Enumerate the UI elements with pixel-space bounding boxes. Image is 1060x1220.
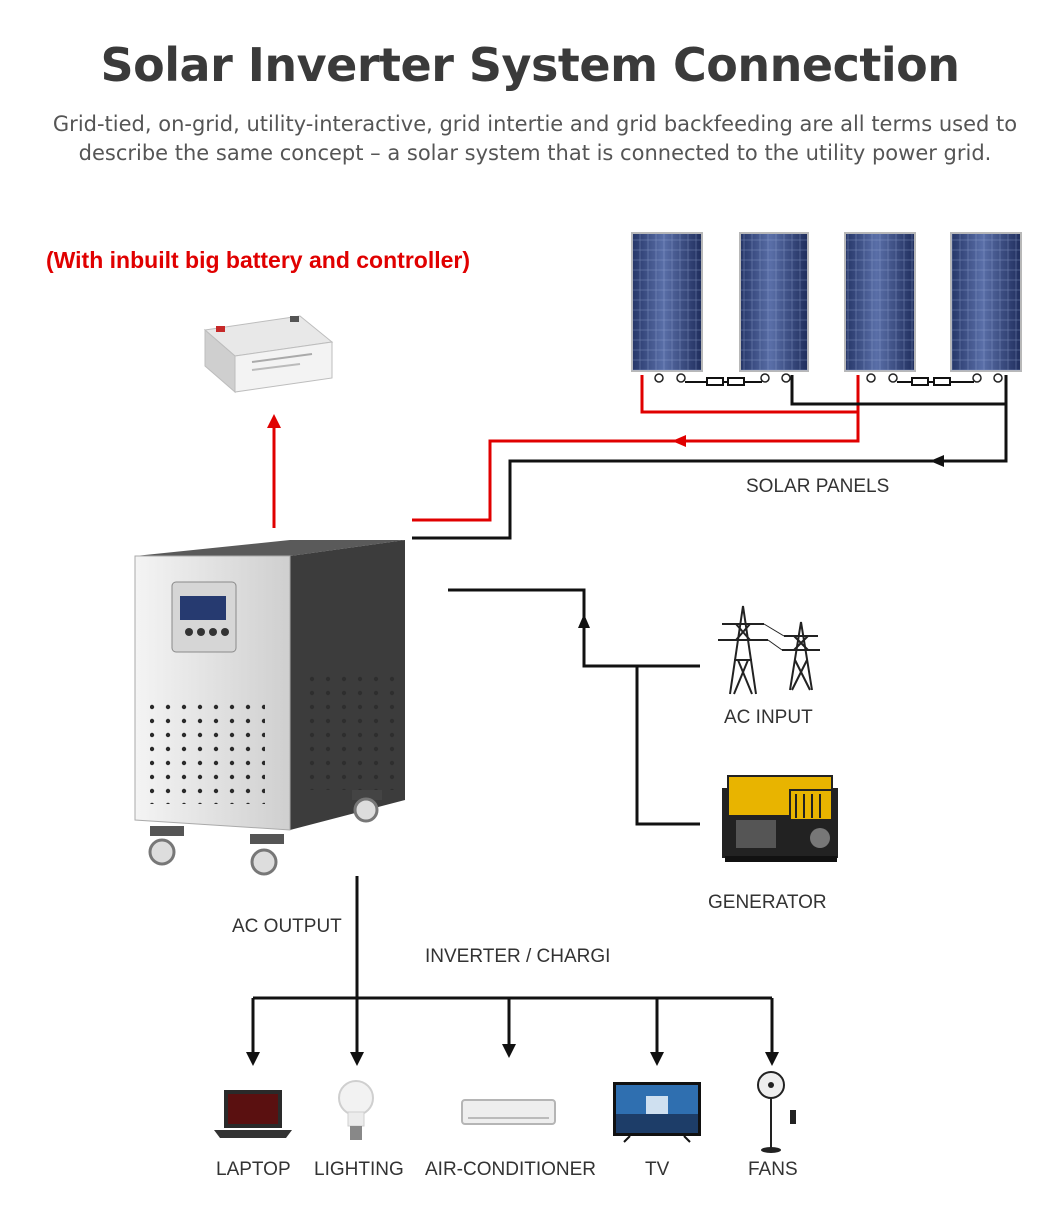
- battery-feed-arrow: [267, 414, 281, 528]
- label-laptop: LAPTOP: [216, 1159, 291, 1180]
- air-conditioner-icon: [461, 1099, 556, 1125]
- solar-panel-4: [950, 232, 1022, 372]
- solar-panels: [631, 232, 1022, 386]
- label-inverter-charger: INVERTER / CHARGI: [425, 946, 611, 967]
- page-subtitle: Grid-tied, on-grid, utility-interactive,…: [40, 110, 1030, 168]
- subtitle-line-2: describe the same concept – a solar syst…: [78, 141, 992, 165]
- page-title: Solar Inverter System Connection: [100, 38, 960, 92]
- solar-panel-2: [739, 232, 809, 372]
- label-generator: GENERATOR: [708, 892, 827, 913]
- fan-icon: [757, 1071, 796, 1153]
- label-fans: FANS: [748, 1159, 798, 1180]
- solar-positive-wire: [412, 375, 860, 522]
- tv-icon: [613, 1082, 701, 1143]
- label-air-conditioner: AIR-CONDITIONER: [425, 1159, 596, 1180]
- battery-image: [203, 315, 334, 394]
- front-vents: [150, 700, 265, 804]
- panel-series-connectors: [685, 377, 974, 386]
- label-solar-panels: SOLAR PANELS: [746, 476, 890, 497]
- panel-terminals: [654, 373, 1003, 383]
- ac-output-wire: [246, 876, 779, 1066]
- label-ac-input: AC INPUT: [724, 707, 813, 728]
- label-lighting: LIGHTING: [314, 1159, 404, 1180]
- generator-icon: [722, 775, 838, 862]
- laptop-icon: [214, 1090, 292, 1138]
- label-tv: TV: [645, 1159, 670, 1180]
- solar-negative-wire: [412, 375, 1008, 540]
- cabinet-wheels: [148, 790, 382, 876]
- solar-panel-1: [631, 232, 703, 372]
- transmission-tower-icon: [718, 605, 820, 695]
- battery-note: (With inbuilt big battery and controller…: [46, 247, 470, 273]
- inverter-cabinet: [134, 540, 405, 876]
- lcd-display: [180, 596, 226, 620]
- light-bulb-icon: [338, 1080, 374, 1140]
- solar-panel-3: [844, 232, 916, 372]
- label-ac-output: AC OUTPUT: [232, 916, 342, 937]
- ac-input-wire: [448, 588, 700, 826]
- subtitle-line-1: Grid-tied, on-grid, utility-interactive,…: [52, 112, 1018, 136]
